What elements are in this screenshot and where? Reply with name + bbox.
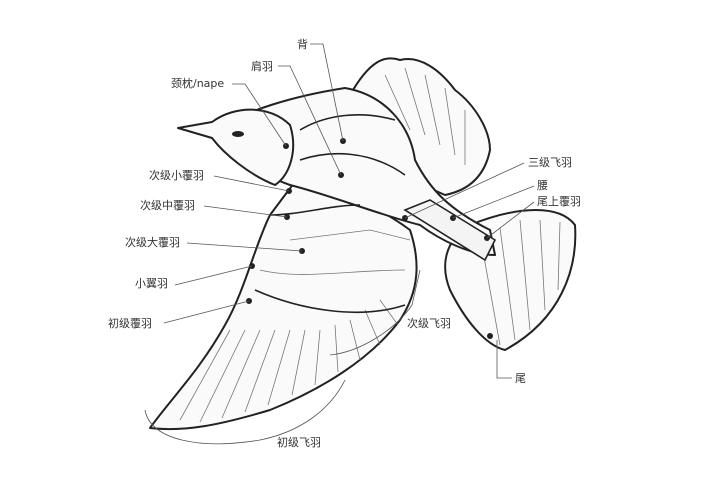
label-primary-coverts: 初级覆羽 xyxy=(108,317,152,330)
label-greater-secondary-coverts: 次级大覆羽 xyxy=(125,236,180,249)
label-tertials: 三级飞羽 xyxy=(528,156,572,169)
near-wing xyxy=(149,174,418,431)
label-lesser-secondary-coverts: 次级小覆羽 xyxy=(149,169,204,182)
far-wing xyxy=(349,57,491,196)
leader-lines xyxy=(144,43,535,445)
label-tail: 尾 xyxy=(515,372,526,385)
label-secondaries: 次级飞羽 xyxy=(407,317,451,330)
label-rump: 腰 xyxy=(537,179,548,192)
label-median-secondary-coverts: 次级中覆羽 xyxy=(140,199,195,212)
label-primaries: 初级飞羽 xyxy=(277,436,321,449)
eye xyxy=(232,131,244,137)
label-nape: 颈枕/nape xyxy=(171,77,225,90)
label-back: 背 xyxy=(297,38,308,51)
label-uppertail-coverts: 尾上覆羽 xyxy=(537,195,581,208)
head xyxy=(177,108,295,186)
label-alula: 小翼羽 xyxy=(135,277,168,290)
label-scapulars: 肩羽 xyxy=(251,60,273,73)
